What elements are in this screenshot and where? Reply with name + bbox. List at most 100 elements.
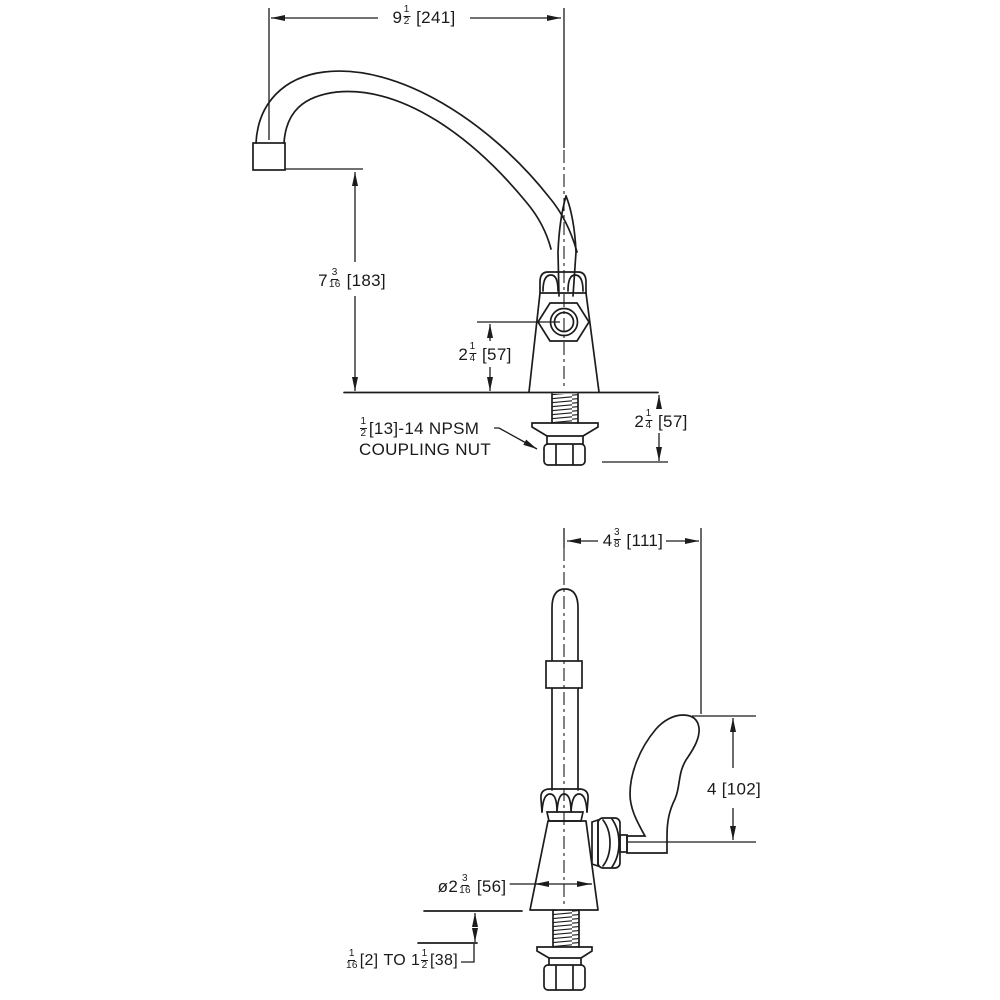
side-dimension-lines — [460, 528, 756, 963]
deck-lines-side — [417, 910, 523, 944]
shank-length-num: 1 — [645, 408, 653, 421]
knob-flutes — [602, 818, 620, 868]
handle-stem — [619, 834, 628, 853]
coupling-nut-side — [543, 964, 586, 991]
side-body — [529, 788, 599, 911]
base-dia-whole: 2 — [448, 876, 459, 896]
spout-reach-mm: [241] — [416, 7, 456, 27]
threaded-shank — [552, 394, 578, 423]
washer-flange-side — [536, 946, 593, 959]
coupling-note-text: [13]-14 NPSM — [368, 418, 480, 438]
spout-height-num: 3 — [331, 267, 339, 280]
base-dia-num: 3 — [461, 873, 469, 886]
side-shank — [536, 909, 593, 991]
handle-reach-mm: [111] — [626, 530, 664, 550]
spout-height-whole: 7 — [318, 270, 328, 290]
body-taper — [528, 292, 600, 393]
threaded-shank-side — [553, 910, 579, 947]
spout-nozzle-left — [557, 195, 567, 297]
front-spout — [252, 70, 578, 297]
handle-reach-den: 8 — [614, 538, 620, 550]
base-dia-mm: [56] — [476, 876, 507, 896]
deck-frac1-num: 1 — [348, 948, 356, 961]
bonnet-collar — [539, 271, 587, 294]
deck-mm1: [2] — [359, 952, 379, 969]
flange-neck-side — [548, 957, 582, 966]
handle-height-whole: 4 — [706, 779, 717, 799]
base-dia-den: 16 — [459, 884, 471, 896]
collar-ring — [545, 811, 585, 822]
aerator-tip — [252, 142, 286, 171]
deck-whole2: 1 — [410, 952, 421, 969]
spout-reach-num: 1 — [403, 4, 411, 17]
front-dimension-lines — [268, 8, 668, 463]
spout-inner-curve — [283, 90, 552, 250]
washer-flange — [531, 422, 599, 437]
side-handle — [591, 714, 700, 869]
spout-nozzle-right — [565, 195, 577, 297]
tube-outline — [551, 588, 579, 791]
hub-height-den: 4 — [469, 352, 476, 364]
coupling-note-num: 1 — [360, 415, 367, 429]
side-body-taper — [529, 820, 599, 911]
spout-reach-den: 2 — [403, 15, 410, 27]
shank-sides — [551, 393, 579, 424]
spout-outer-curve — [255, 70, 578, 253]
handle-reach-num: 3 — [613, 527, 621, 540]
nut-facets-side — [555, 965, 574, 990]
shank-sides-side — [552, 909, 580, 948]
knob-body — [597, 817, 621, 869]
bonnet-scallop-left — [542, 274, 559, 292]
deck-frac1-den: 16 — [346, 959, 358, 971]
deck-frac2-num: 1 — [421, 948, 429, 961]
coupling-note-den: 2 — [360, 427, 367, 439]
wrist-blade — [626, 714, 700, 854]
hub-height-whole: 2 — [458, 344, 469, 364]
hub-height-mm: [57] — [482, 344, 512, 364]
bonnet-scallop-right — [567, 274, 584, 292]
coupling-nut-shape — [543, 443, 586, 466]
handle-reach-whole: 4 — [602, 530, 613, 550]
knob-plate — [591, 818, 599, 868]
deck-mm2: [38] — [430, 952, 458, 969]
flange-neck — [546, 435, 584, 445]
shank-length-mm: [57] — [658, 411, 688, 431]
dim-handle-height-label: 4[102] — [703, 779, 765, 799]
shank-length-whole: 2 — [634, 411, 645, 431]
spout-reach-whole: 9 — [392, 7, 403, 27]
coupling-note-line2: COUPLING NUT — [359, 439, 492, 459]
hex-boss — [536, 302, 591, 342]
front-shank — [531, 393, 599, 466]
front-view — [252, 70, 659, 466]
handle-height-mm: [102] — [721, 779, 762, 799]
spout-height-mm: [183] — [346, 270, 386, 290]
base-dia-symbol: ø — [437, 876, 449, 896]
side-view — [417, 588, 700, 991]
deck-note-leader — [460, 944, 475, 963]
spout-height-den: 16 — [328, 278, 341, 290]
deck-joiner: TO — [383, 952, 406, 969]
hub-height-num: 1 — [469, 341, 477, 354]
shank-length-den: 4 — [645, 419, 652, 431]
deck-frac2-den: 2 — [421, 959, 428, 971]
